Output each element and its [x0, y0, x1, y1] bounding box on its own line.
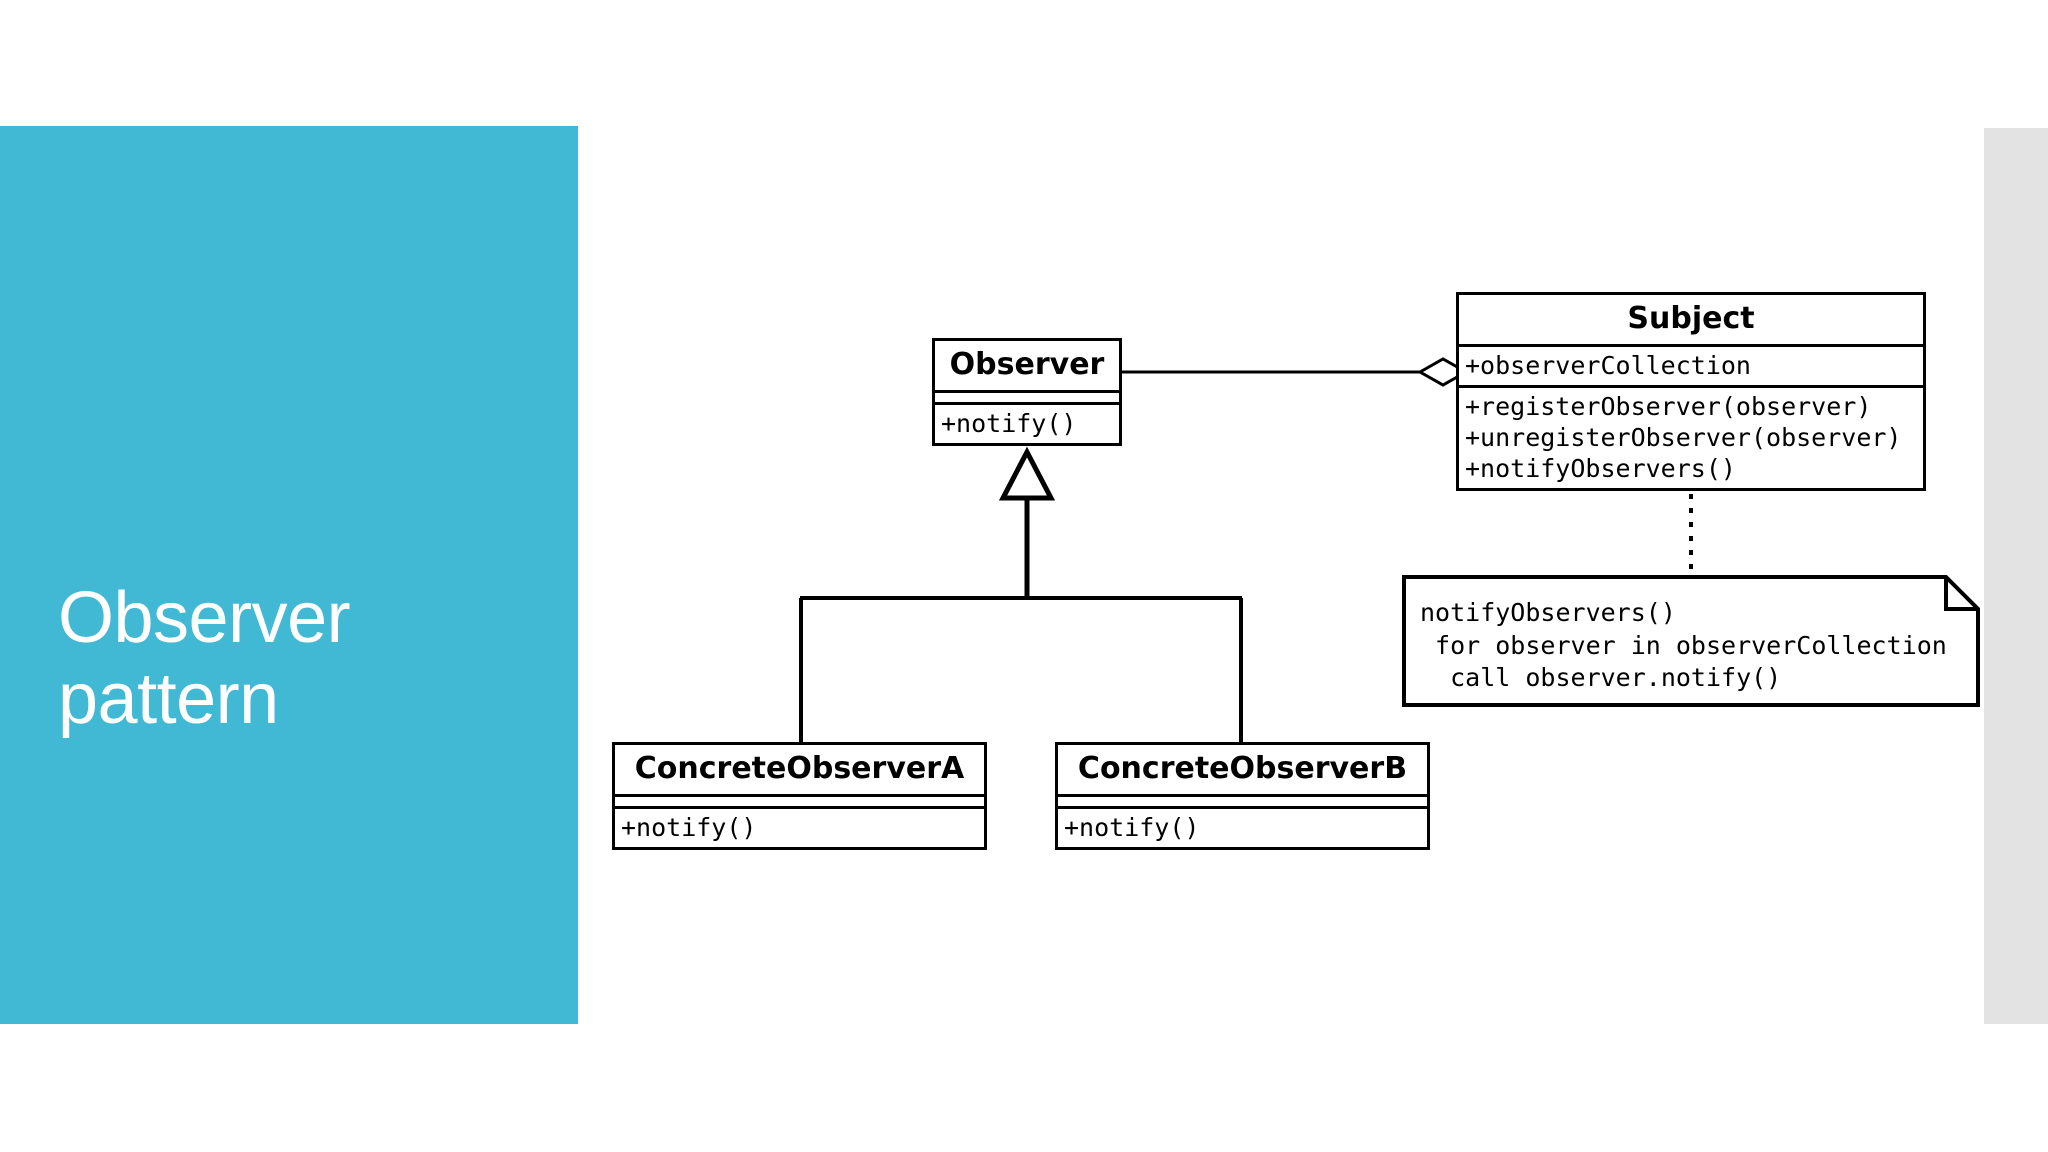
- uml-operation-row: +unregisterObserver(observer): [1465, 423, 1902, 452]
- uml-note-notify-observers[interactable]: notifyObservers() for observer in observ…: [1402, 575, 1980, 707]
- note-folded-corner-icon: [1944, 577, 1978, 611]
- uml-class-concrete-observer-a[interactable]: ConcreteObserverA +notify(): [612, 742, 987, 850]
- title-panel: Observer pattern: [0, 126, 578, 1024]
- note-text: notifyObservers() for observer in observ…: [1420, 598, 1947, 692]
- uml-attributes-compartment: [1058, 794, 1427, 806]
- uml-class-observer[interactable]: Observer +notify(): [932, 338, 1122, 446]
- generalization-connector-tree: [799, 446, 1243, 744]
- uml-class-concrete-observer-b[interactable]: ConcreteObserverB +notify(): [1055, 742, 1430, 850]
- uml-operations-compartment: +notify(): [935, 402, 1119, 443]
- uml-operation-row: +notifyObservers(): [1465, 454, 1736, 483]
- uml-attributes-compartment: [935, 390, 1119, 402]
- uml-class-name: ConcreteObserverA: [634, 751, 965, 786]
- note-shape: [1402, 575, 1980, 707]
- right-side-panel: [1984, 128, 2048, 1024]
- uml-class-subject[interactable]: Subject +observerCollection +registerObs…: [1456, 292, 1926, 491]
- uml-operation-row: +registerObserver(observer): [1465, 392, 1872, 421]
- uml-attributes-compartment: +observerCollection: [1459, 344, 1923, 385]
- uml-attributes-compartment: [615, 794, 984, 806]
- uml-class-name: Subject: [1627, 301, 1755, 336]
- uml-operations-compartment: +notify(): [615, 806, 984, 847]
- aggregation-connector-observer-subject: [1122, 357, 1470, 387]
- uml-class-name: Observer: [949, 347, 1105, 382]
- uml-operations-compartment: +registerObserver(observer) +unregisterO…: [1459, 385, 1923, 488]
- uml-class-name: ConcreteObserverB: [1077, 751, 1408, 786]
- uml-operations-compartment: +notify(): [1058, 806, 1427, 847]
- page-title: Observer pattern: [58, 578, 351, 740]
- generalization-triangle-icon: [998, 446, 1056, 501]
